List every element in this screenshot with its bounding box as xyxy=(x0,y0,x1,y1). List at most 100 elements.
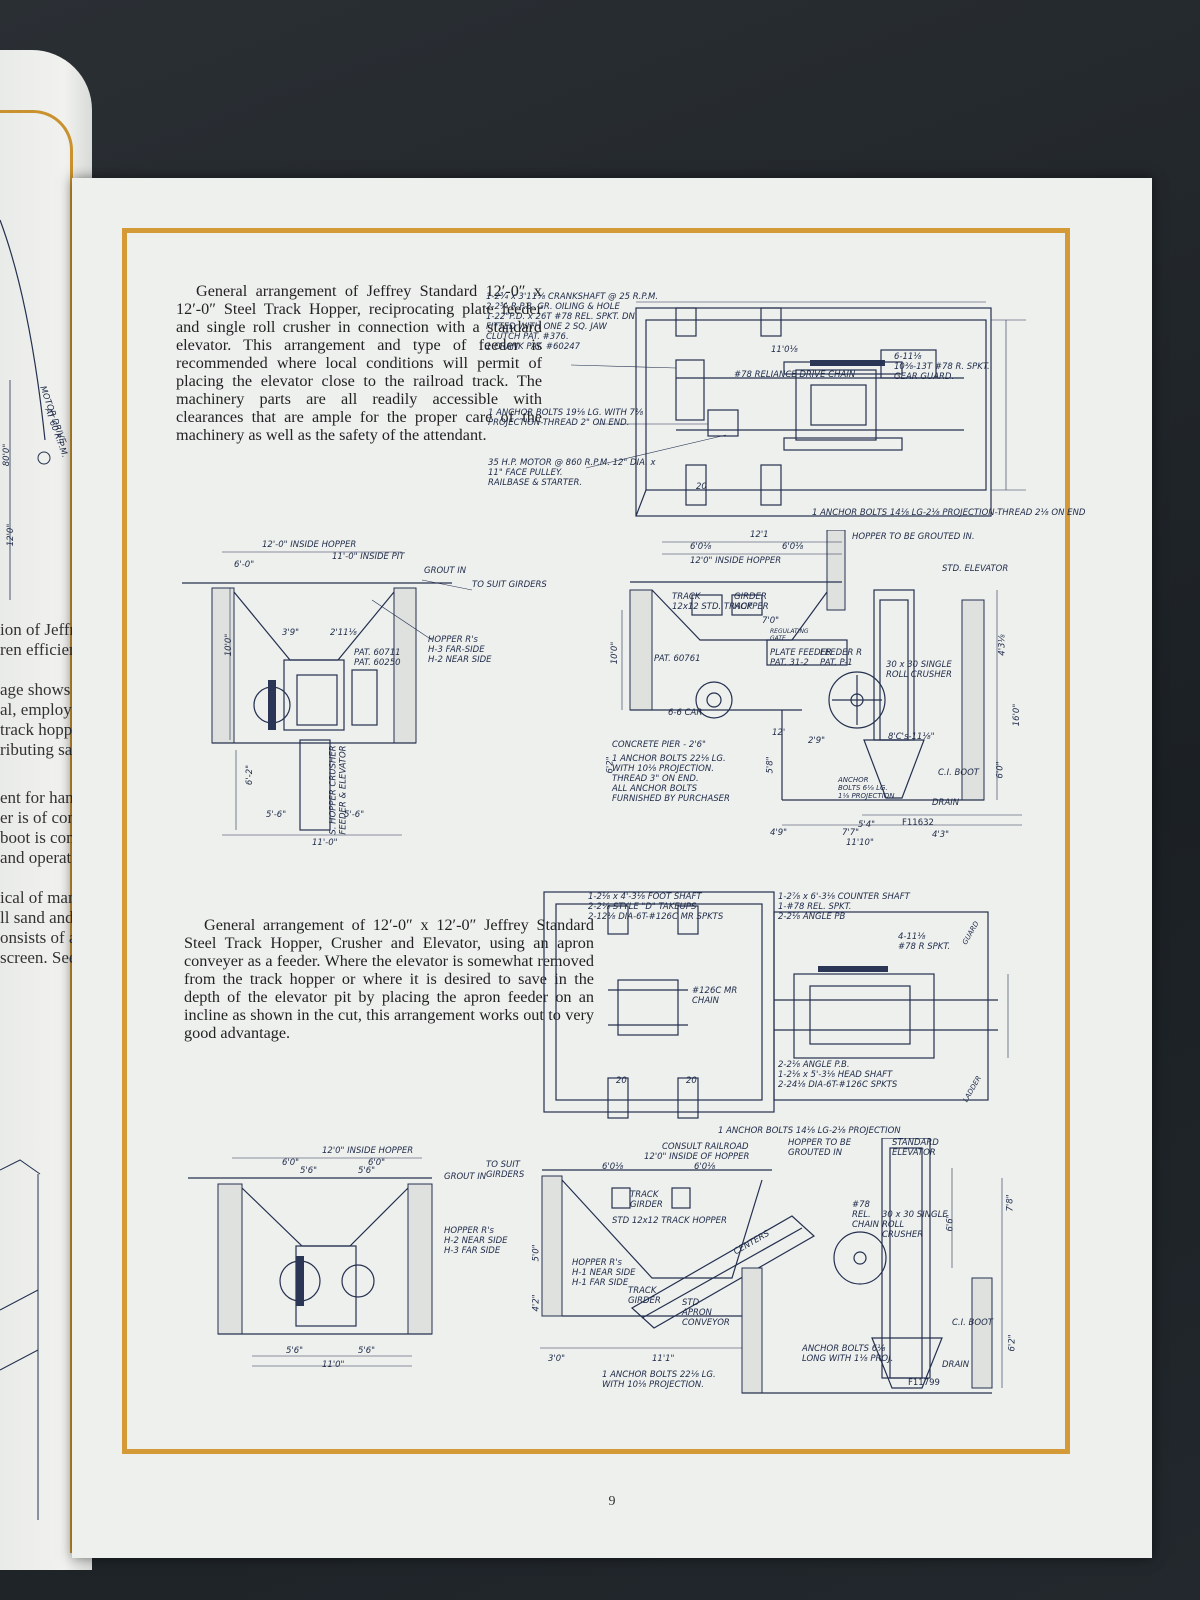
section-top-label-11-0: 11'-0" xyxy=(312,838,338,848)
section-bottom-label-6-0b: 6'0" xyxy=(368,1158,386,1168)
left-text-2: ren efficient at xyxy=(0,640,92,659)
section-top-label-6-0: 6'-0" xyxy=(234,560,255,570)
elev-top-label-12: 12' xyxy=(772,728,786,738)
section-bottom-label-11-0: 11'0" xyxy=(322,1360,345,1370)
plan-top-label-dim-20: 20 xyxy=(696,482,707,492)
plan-bottom-lines xyxy=(543,891,1009,1119)
left-text-9: boot is con- xyxy=(0,828,81,847)
section-bottom-label-grout: GROUT IN xyxy=(444,1172,487,1182)
elev-top-label-5-4: 5'4" xyxy=(858,820,876,830)
elev-bottom-label-rel-chain: #78 REL. CHAIN xyxy=(852,1200,880,1230)
plan-bottom-label-chain: #126C MR CHAIN xyxy=(692,986,738,1006)
elev-bottom-label-track-girder-b: TRACK GIRDER xyxy=(628,1286,661,1306)
elev-bottom-label-boot: C.I. BOOT xyxy=(952,1318,993,1328)
elev-bottom-label-crusher: 30 x 30 SINGLE ROLL CRUSHER xyxy=(882,1210,948,1240)
elev-top-label-gate: REGULATING GATE xyxy=(770,628,809,642)
plan-top-note-motor: 35 H.P. MOTOR @ 860 R.P.M. 12" DIA. x 11… xyxy=(488,458,656,488)
elev-bottom-label-5-0: 5'0" xyxy=(531,1244,542,1262)
elev-bottom-label-4-2: 4'2" xyxy=(531,1294,542,1312)
left-page-border xyxy=(0,110,73,1553)
plan-top-lines xyxy=(570,301,1026,517)
elev-bottom-label-3-0: 3'0" xyxy=(548,1354,566,1364)
section-bottom-label-inside-hopper: 12'0" INSIDE HOPPER xyxy=(322,1146,414,1156)
elev-top-label-pat: PAT. 60761 xyxy=(654,654,701,664)
section-top-label-pat: PAT. 60711 PAT. 60250 xyxy=(354,648,401,668)
elev-top-label-6-0: 6'0" xyxy=(995,761,1006,779)
left-side-label-4: 12'0" xyxy=(6,523,17,547)
plan-top-note-anchor: 1 ANCHOR BOLTS 19⅛ LG. WITH 7⅛ PROJECTIO… xyxy=(488,408,644,428)
elev-top-label-anchor-6: ANCHOR BOLTS 6⅛ LG. 1⅛ PROJECTION xyxy=(838,776,895,800)
elev-top-label-crusher: 30 x 30 SINGLE ROLL CRUSHER xyxy=(886,660,952,680)
elev-bottom-label-consult: CONSULT RAILROAD xyxy=(662,1142,749,1152)
elev-top-label-11-10: 11'10" xyxy=(846,838,874,848)
left-text-8: er is of con- xyxy=(0,808,82,827)
plan-bottom-label-spkt: 4-11⅛ #78 R SPKT. xyxy=(898,932,951,952)
elev-bottom-label-track-girder: TRACK GIRDER xyxy=(630,1190,663,1210)
elev-bottom-label-std-elevator: STANDARD ELEVATOR xyxy=(892,1138,939,1158)
elev-top-label-6-2: 6'2" xyxy=(605,756,616,774)
section-top-label-inside-hopper: 12'-0" INSIDE HOPPER xyxy=(262,540,357,550)
drawing-plan-top: 1-2¾ x 3'11⅛ CRANKSHAFT @ 25 R.P.M. 2-2¾… xyxy=(486,290,1106,520)
left-text-13: onsists of a xyxy=(0,928,77,947)
left-text-14: screen. See xyxy=(0,948,77,967)
elev-top-label-track: TRACK 12x12 STD. TRACK xyxy=(672,592,753,612)
elevation-top-lines xyxy=(621,529,1022,826)
elev-top-label-10-0: 10'0" xyxy=(610,641,621,665)
elev-top-label-2-9: 2'9" xyxy=(808,736,826,746)
section-top-label-inside-pit: 11'-0" INSIDE PIT xyxy=(332,552,405,562)
elev-top-label-inside-hopper: 12'0" INSIDE HOPPER xyxy=(690,556,782,566)
drawing-plan-bottom: 1-2⅛ x 4'-3⅛ FOOT SHAFT 2-2⅛ STYLE "D" T… xyxy=(538,890,1098,1140)
plan-top-label-guard: 6-11⅛ 10⅜-13T #78 R. SPKT. GEAR GUARD. xyxy=(894,352,990,382)
section-top-label-girders: TO SUIT GIRDERS xyxy=(472,580,547,590)
section-top-label-3-9: 3'9" xyxy=(282,628,300,638)
drawing-elevation-top: 12'1 6'0⅛ 6'0⅛ 12'0" INSIDE HOPPER HOPPE… xyxy=(602,529,1112,850)
elev-top-label-plate-feeder: PLATE FEEDER PAT. 31-2 xyxy=(770,648,832,668)
elev-top-label-pier: CONCRETE PIER - 2'6" xyxy=(612,740,706,750)
section-bottom-label-5-6d: 5'6" xyxy=(358,1346,376,1356)
elev-bottom-label-7-8: 7'8" xyxy=(1005,1194,1016,1212)
section-bottom-label-5-6c: 5'6" xyxy=(286,1346,304,1356)
elev-bottom-label-hopper: HOPPER R's H-1 NEAR SIDE H-1 FAR SIDE xyxy=(572,1258,636,1288)
section-top-label-5-6a: 5'-6" xyxy=(266,810,287,820)
elev-bottom-label-fig: F11799 xyxy=(908,1378,940,1388)
elev-top-label-12-1: 12'1 xyxy=(750,530,769,540)
section-bottom-lines xyxy=(188,1157,433,1367)
elev-bottom-label-drain: DRAIN xyxy=(942,1360,970,1370)
section-bottom-label-6-0a: 6'0" xyxy=(282,1158,300,1168)
section-top-label-grout: GROUT IN xyxy=(424,566,467,576)
section-top-label-hopper: HOPPER R's H-3 FAR-SIDE H-2 NEAR SIDE xyxy=(428,635,492,665)
section-top-lines xyxy=(182,551,473,836)
section-bottom-label-hopper: HOPPER R's H-2 NEAR SIDE H-3 FAR SIDE xyxy=(444,1226,508,1256)
top-caption: General arrangement of Jeffrey Standard … xyxy=(176,282,542,444)
section-top-label-5-6b: 5'-6" xyxy=(344,810,365,820)
elev-top-label-centers: 8'C's-11⅛" xyxy=(888,732,935,742)
elev-top-label-6-0b: 6'0⅛ xyxy=(782,542,804,552)
left-text-3: age shows a xyxy=(0,680,83,699)
section-top-label-vertical: S. HOPPER CRUSHER FEEDER & ELEVATOR xyxy=(328,745,349,835)
plan-bottom-label-20a: 20 xyxy=(616,1076,627,1086)
section-bottom-label-5-6a: 5'6" xyxy=(300,1166,318,1176)
left-page-drawing xyxy=(0,219,51,600)
elev-top-label-4-3b: 4'3⅛ xyxy=(997,634,1008,656)
section-bottom-label-5-6b: 5'6" xyxy=(358,1166,376,1176)
elev-bottom-label-anchor-6: ANCHOR BOLTS 6⅛ LONG WITH 1⅛ PROJ. xyxy=(802,1344,894,1364)
plan-top-label-chain: #78 RELIANCE DRIVE CHAIN xyxy=(734,370,856,380)
elev-bottom-label-6-2: 6'2" xyxy=(1007,1334,1018,1352)
plan-bottom-note-counter-shaft: 1-2⅞ x 6'-3⅛ COUNTER SHAFT 1-#78 REL. SP… xyxy=(778,892,910,922)
elev-top-label-4-9: 4'9" xyxy=(770,828,788,838)
elev-top-label-std-elevator: STD. ELEVATOR xyxy=(942,564,1009,574)
elev-top-label-grouted: HOPPER TO BE GROUTED IN. xyxy=(852,532,975,542)
elev-top-label-5-8: 5'8" xyxy=(765,756,776,774)
elev-top-label-drain: DRAIN xyxy=(932,798,960,808)
section-bottom-label-girders: TO SUIT GIRDERS xyxy=(486,1160,525,1180)
section-top-label-10-0: 10'0" xyxy=(224,633,235,657)
elev-bottom-label-apron: STD APRON CONVEYOR xyxy=(682,1298,730,1328)
bottom-caption: General arrangement of 12′-0″ x 12′-0″ J… xyxy=(184,916,594,1042)
elev-top-label-4-3: 4'3" xyxy=(932,830,950,840)
plan-top-label-dim-11: 11'0⅛ xyxy=(771,345,798,355)
plan-bottom-label-anchor-bolts: 1 ANCHOR BOLTS 14⅛ LG-2⅛ PROJECTION xyxy=(718,1126,901,1136)
elev-top-label-feeder-r: FEEDER R PAT. P-1 xyxy=(820,648,863,668)
plan-top-note-crankshaft: 1-2¾ x 3'11⅛ CRANKSHAFT @ 25 R.P.M. 2-2¾… xyxy=(486,292,659,352)
elev-top-label-anchor-bolts: 1 ANCHOR BOLTS 22⅛ LG. WITH 10⅛ PROJECTI… xyxy=(612,754,730,804)
elev-top-label-7-0: 7'0" xyxy=(762,616,780,626)
